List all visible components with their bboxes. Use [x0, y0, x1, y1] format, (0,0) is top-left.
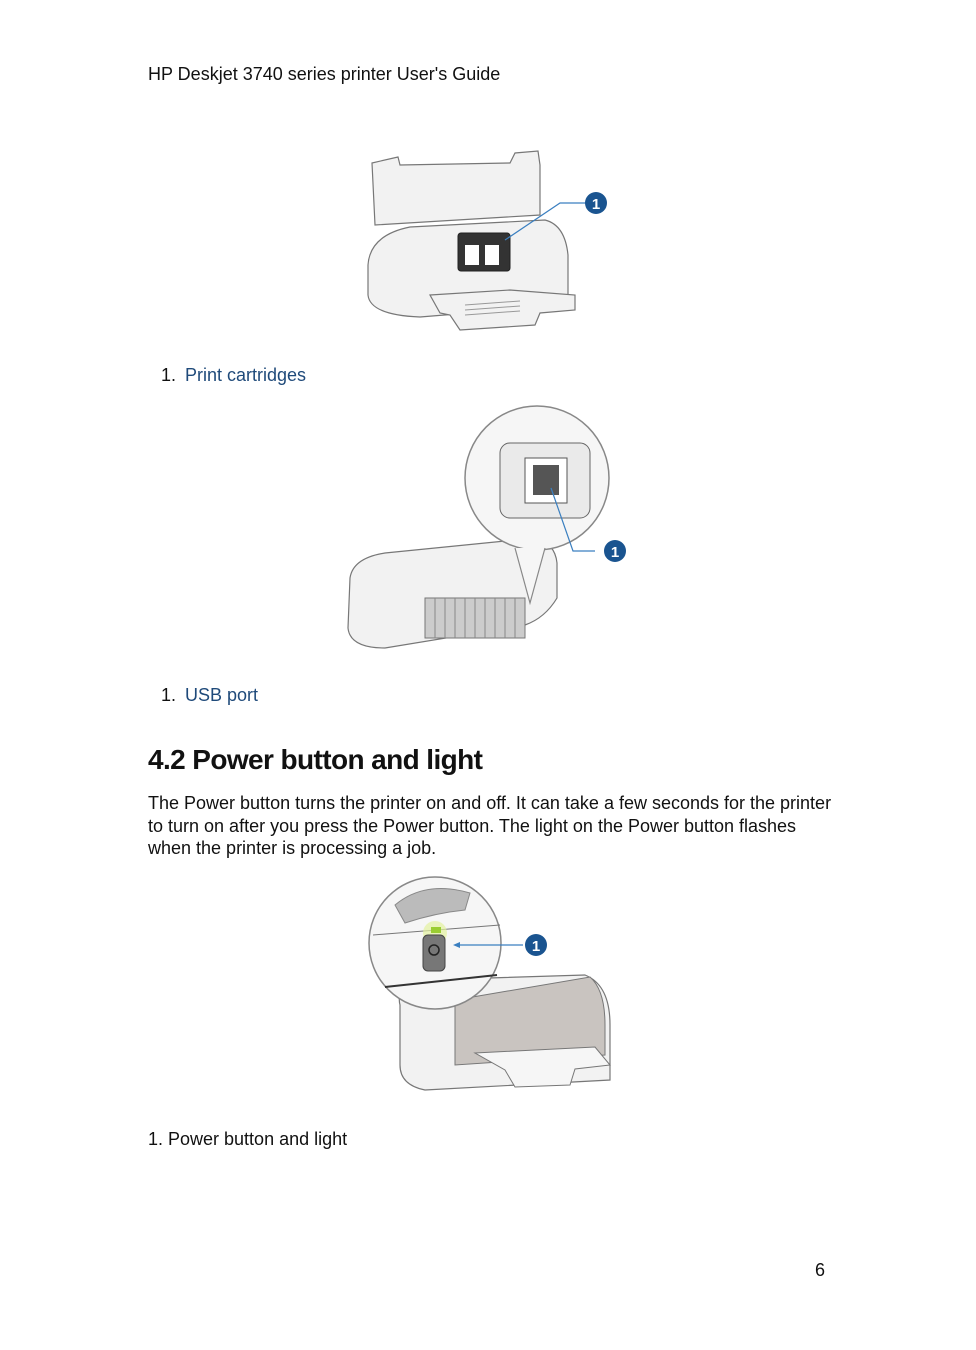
- printer-power-button-icon: 1: [368, 876, 611, 1091]
- callout-badge-icon: [604, 540, 626, 562]
- printer-open-lid-icon: 1: [367, 150, 607, 331]
- section-body: The Power button turns the printer on an…: [148, 793, 832, 858]
- figure-caption-power-button: 1. Power button and light: [148, 1129, 348, 1149]
- svg-text:1: 1: [592, 196, 600, 213]
- document-header: HP Deskjet 3740 series printer User's Gu…: [148, 64, 501, 84]
- callout-badge-icon: [585, 192, 607, 214]
- page-number: 6: [815, 1260, 826, 1280]
- usb-port-link[interactable]: USB port: [185, 685, 259, 705]
- caption-number: 1.: [161, 365, 177, 385]
- caption-number: 1.: [161, 685, 177, 705]
- svg-text:1: 1: [532, 938, 540, 955]
- print-cartridges-link[interactable]: Print cartridges: [185, 365, 307, 385]
- figure-caption-usb-port: 1. USB port: [148, 685, 258, 706]
- section-heading: 4.2 Power button and light: [148, 744, 483, 775]
- figure-caption-print-cartridges: 1. Print cartridges: [148, 365, 306, 386]
- callout-badge-icon: [525, 934, 547, 956]
- power-button-illustration: 1: [365, 875, 615, 1097]
- usb-port-illustration: 1: [345, 403, 635, 655]
- printer-rear-usb-icon: 1: [347, 405, 626, 649]
- print-cartridges-illustration: 1: [360, 145, 620, 340]
- svg-text:1: 1: [611, 544, 619, 561]
